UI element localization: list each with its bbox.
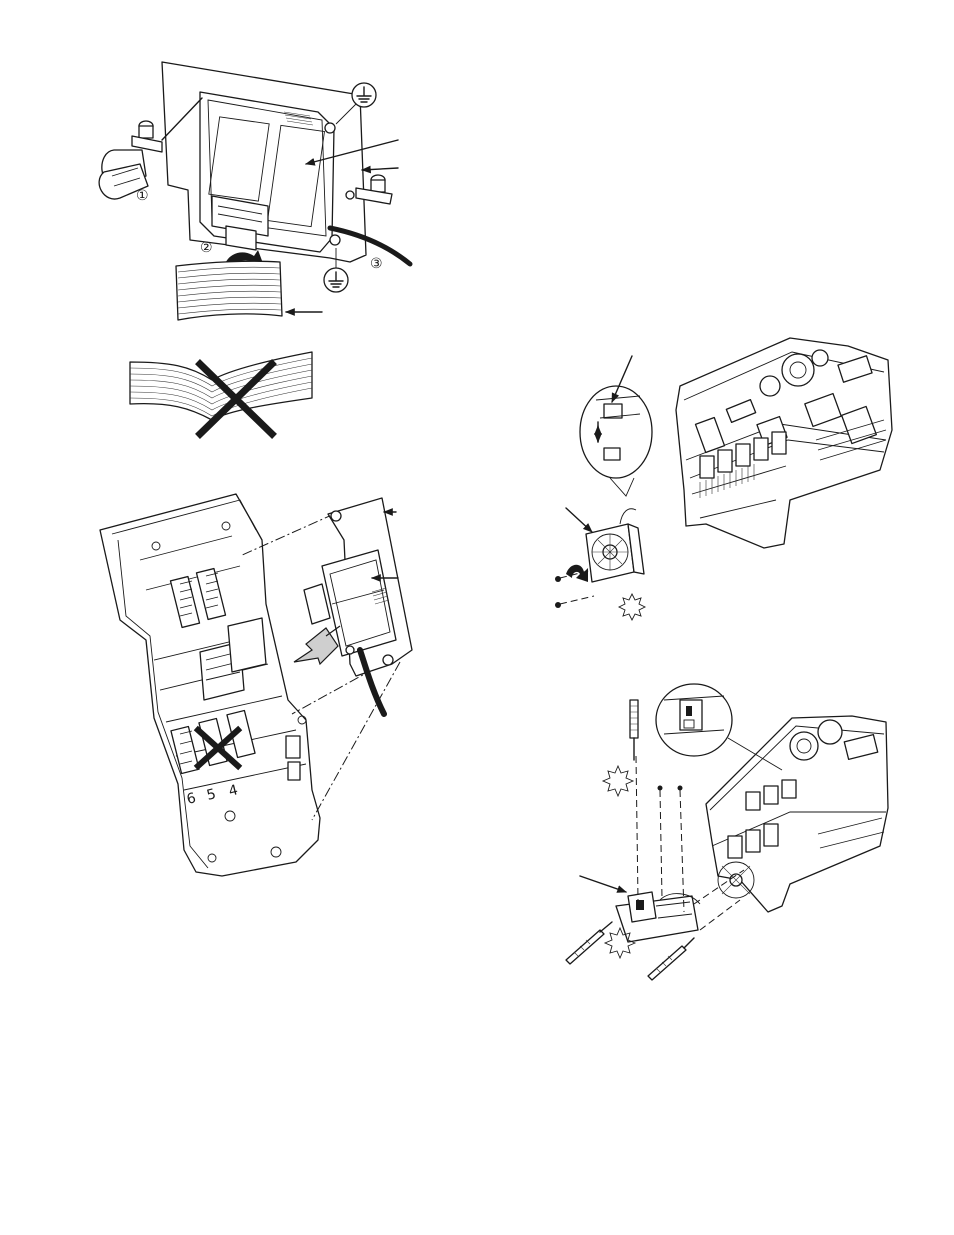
insert-arrow: [294, 626, 340, 664]
figure-module-removal: ① ③ ②: [99, 62, 410, 320]
control-board: [616, 892, 700, 942]
torque-star-icon: [619, 594, 645, 620]
magnifier-detail: [580, 386, 652, 496]
figure-chassis-install: 6 5 4: [100, 494, 412, 876]
alignment-line: [312, 662, 400, 820]
step-3-marker: ③: [370, 256, 383, 272]
figure-board-replacement: [566, 684, 888, 980]
capacitor: [782, 354, 814, 386]
screwdriver: [630, 700, 638, 760]
ground-screw-bottom: [330, 235, 340, 245]
ribbon-cable: [176, 261, 282, 320]
torque-star-icon: [605, 928, 635, 958]
step-1-marker: ①: [136, 188, 149, 204]
callout-board: [580, 876, 626, 892]
callout-fan: [566, 508, 592, 532]
step-2-marker: ②: [200, 240, 213, 256]
screwdriver: [648, 938, 694, 980]
figure-ribbon-incorrect: [130, 352, 312, 434]
cooling-fan: [586, 509, 644, 582]
figure-fan-replacement: [555, 338, 892, 620]
callout-plate: [362, 168, 398, 170]
torque-star-icon: [603, 766, 633, 796]
ground-screw-top: [325, 123, 335, 133]
